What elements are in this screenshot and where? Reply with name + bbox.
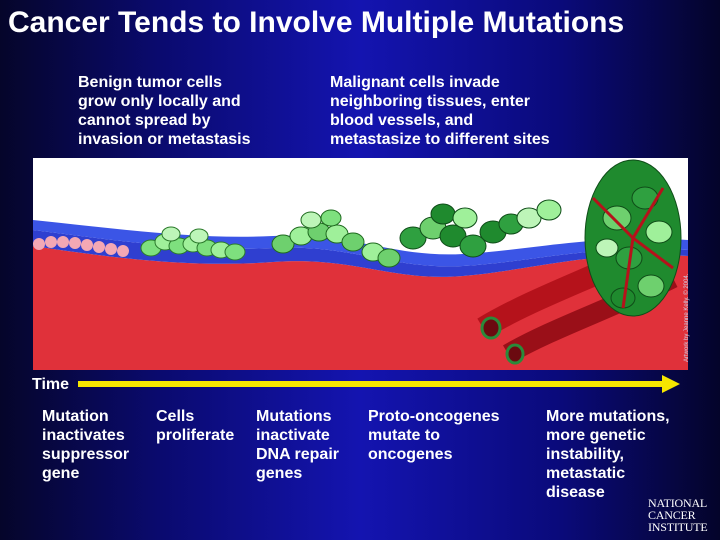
time-label: Time <box>32 376 69 394</box>
stage-metastatic-disease: More mutations, more genetic instability… <box>546 407 670 502</box>
stage-cell-proliferation: Cells proliferate <box>156 407 234 445</box>
time-arrow-head <box>662 375 680 393</box>
metastatic-tumor-mass <box>585 160 681 316</box>
time-arrow-shaft <box>78 381 664 387</box>
stage-dna-repair-mutation: Mutations inactivate DNA repair genes <box>256 407 339 483</box>
stage-suppressor-mutation: Mutation inactivates suppressor gene <box>42 407 129 483</box>
nci-logo: NATIONAL CANCER INSTITUTE <box>648 497 718 535</box>
stage-oncogene-activation: Proto-oncogenes mutate to oncogenes <box>368 407 500 464</box>
time-arrow <box>78 375 680 393</box>
nci-logo-line: INSTITUTE <box>648 521 718 533</box>
artwork-credit: Artwork by Jeanne Kelly. © 2004. <box>684 274 690 362</box>
tissue-illustration <box>33 158 688 370</box>
